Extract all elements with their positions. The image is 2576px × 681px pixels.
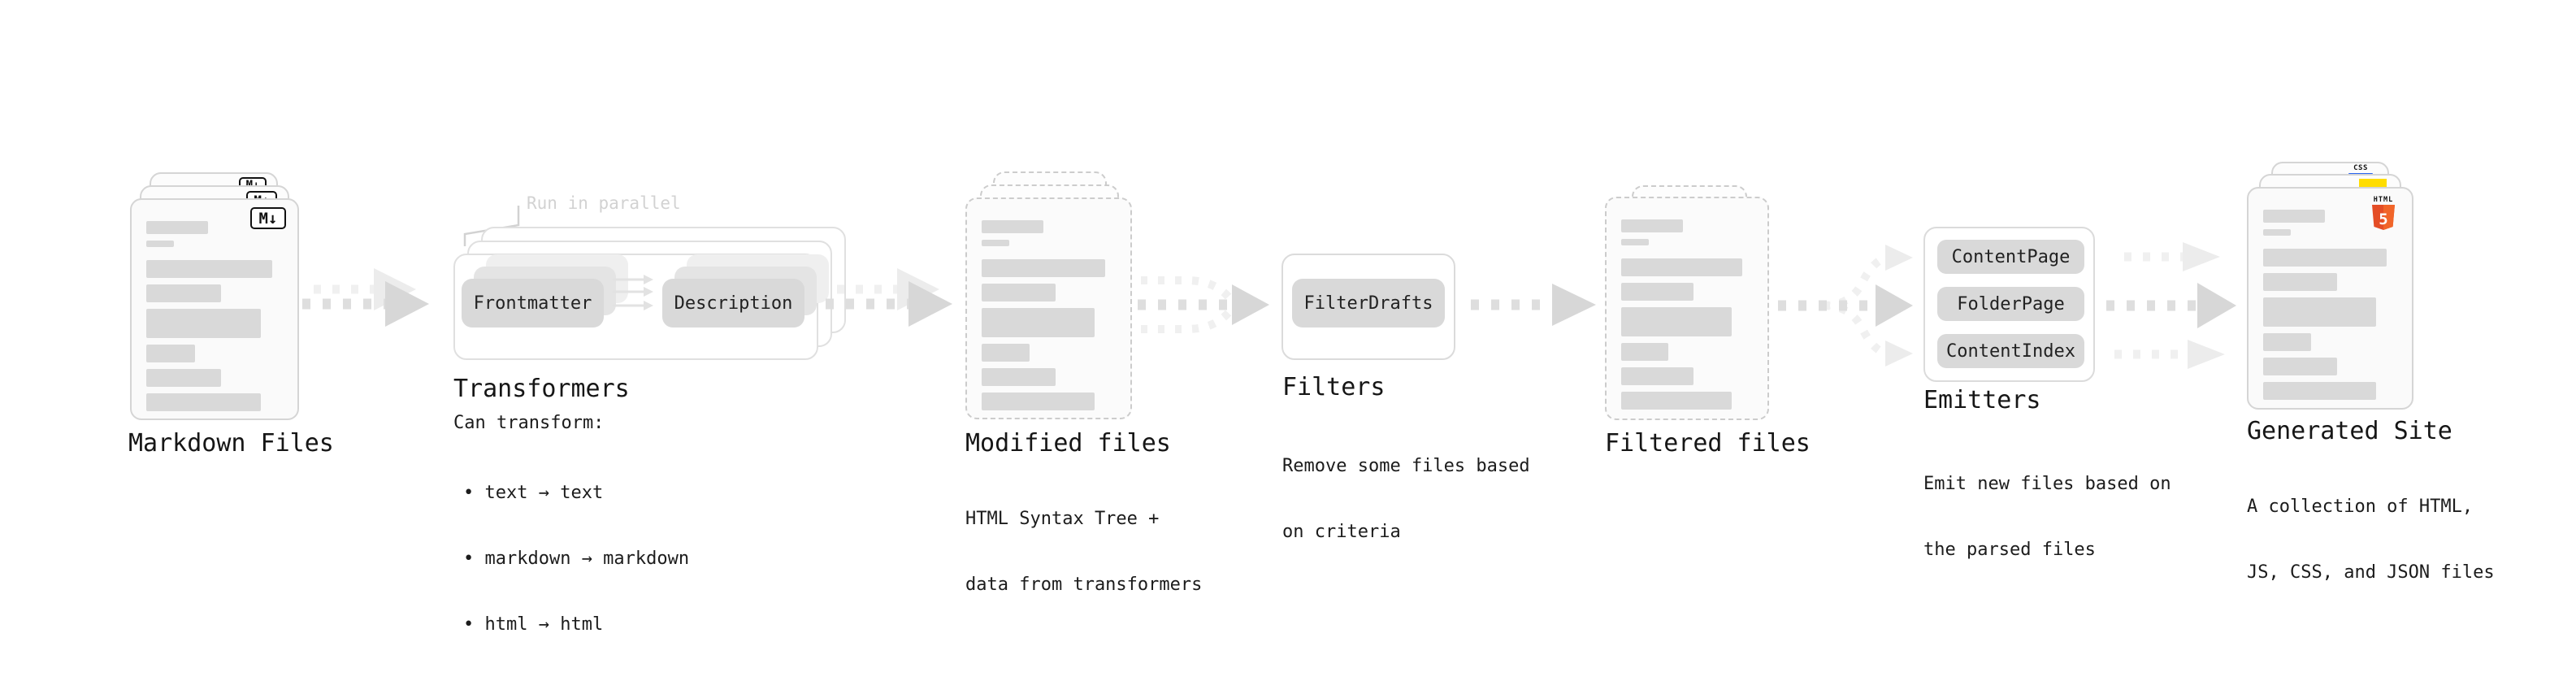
bullet-item: • html → html	[463, 614, 604, 635]
desc-line: data from transformers	[965, 575, 1203, 595]
placeholder-line	[2263, 333, 2312, 351]
markdown-icon: M↓	[250, 207, 286, 229]
placeholder-line	[146, 369, 222, 387]
arrow-markdown-to-transformers	[302, 268, 429, 327]
placeholder-line	[146, 345, 196, 362]
placeholder-line	[982, 393, 1095, 410]
bullet-item: • text → text	[463, 483, 604, 503]
doc-placeholder-lines	[132, 200, 297, 419]
generated-site-title: Generated Site	[2247, 417, 2452, 445]
description-pill: Description	[662, 279, 804, 327]
contentpage-pill: ContentPage	[1937, 240, 2084, 274]
placeholder-line	[146, 241, 174, 247]
placeholder-line	[2263, 273, 2337, 291]
placeholder-line	[146, 260, 272, 278]
contentindex-pill: ContentIndex	[1937, 334, 2084, 368]
desc-line: Remove some files based	[1282, 456, 1530, 476]
arrow-filters-to-filtered	[1471, 284, 1596, 326]
folderpage-pill: FolderPage	[1937, 287, 2084, 321]
placeholder-line	[2263, 249, 2387, 267]
placeholder-line	[982, 368, 1056, 386]
placeholder-line	[982, 220, 1043, 233]
transformers-title: Transformers	[453, 375, 630, 403]
transformer-inner-arrows	[613, 275, 653, 310]
filters-title: Filters	[1282, 373, 1386, 401]
placeholder-line	[1621, 239, 1649, 245]
placeholder-line	[1621, 258, 1743, 276]
placeholder-line	[2263, 229, 2291, 236]
placeholder-line	[982, 344, 1030, 362]
placeholder-line	[146, 393, 262, 411]
arrow-modified-to-filters-merge	[1138, 276, 1269, 333]
doc-placeholder-lines	[1607, 198, 1767, 419]
placeholder-line	[146, 309, 262, 338]
arrow-emitters-to-generated	[2106, 242, 2236, 369]
transformers-bullet-list: • text → text • markdown → markdown • ht…	[463, 438, 689, 679]
frontmatter-pill: Frontmatter	[462, 279, 604, 327]
desc-line: the parsed files	[1923, 540, 2096, 560]
generated-site-desc: A collection of HTML, JS, CSS, and JSON …	[2247, 452, 2495, 627]
placeholder-line	[982, 259, 1105, 277]
doc-placeholder-lines	[2249, 189, 2412, 408]
bullet-item: • markdown → markdown	[463, 549, 690, 569]
modified-files-desc: HTML Syntax Tree + data from transformer…	[965, 464, 1202, 640]
doc-placeholder-lines	[967, 199, 1130, 418]
svg-text:HTML: HTML	[2374, 196, 2393, 204]
html5-icon: HTML 5	[2372, 196, 2395, 230]
placeholder-line	[982, 308, 1095, 337]
desc-line: Emit new files based on	[1923, 474, 2171, 494]
desc-line: JS, CSS, and JSON files	[2247, 562, 2495, 583]
svg-text:5: 5	[2379, 210, 2387, 228]
placeholder-line	[1621, 307, 1733, 336]
placeholder-line	[1621, 367, 1694, 385]
placeholder-line	[1621, 283, 1694, 301]
desc-line: HTML Syntax Tree +	[965, 509, 1160, 529]
placeholder-line	[146, 284, 222, 302]
desc-line: on criteria	[1282, 522, 1401, 542]
filtered-doc-front	[1605, 197, 1769, 420]
run-in-parallel-note: Run in parallel	[527, 193, 681, 213]
desc-line: A collection of HTML,	[2247, 497, 2474, 517]
placeholder-line	[2263, 358, 2337, 375]
modified-doc-front	[965, 197, 1132, 419]
markdown-doc-front: M↓	[130, 198, 299, 420]
placeholder-line	[982, 240, 1009, 246]
filterdrafts-pill: FilterDrafts	[1292, 279, 1445, 327]
filters-desc: Remove some files based on criteria	[1282, 411, 1530, 587]
placeholder-line	[2263, 382, 2376, 400]
markdown-files-title: Markdown Files	[128, 429, 334, 458]
generated-doc-front: HTML 5	[2247, 187, 2413, 410]
transformers-desc-heading: Can transform:	[453, 413, 605, 433]
emitters-desc: Emit new files based on the parsed files	[1923, 429, 2171, 605]
placeholder-line	[2263, 297, 2376, 327]
arrow-filtered-to-emitters-split	[1778, 245, 1913, 367]
emitters-card: ContentPage FolderPage ContentIndex	[1923, 227, 2095, 382]
placeholder-line	[2263, 210, 2325, 223]
placeholder-line	[1621, 343, 1669, 361]
placeholder-line	[1621, 219, 1683, 232]
emitters-title: Emitters	[1923, 386, 2041, 414]
arrow-transformers-to-modified	[826, 268, 952, 327]
modified-files-title: Modified files	[965, 429, 1171, 458]
filtered-files-title: Filtered files	[1605, 429, 1811, 458]
placeholder-line	[982, 284, 1056, 301]
placeholder-line	[1621, 392, 1733, 410]
placeholder-line	[146, 221, 208, 234]
